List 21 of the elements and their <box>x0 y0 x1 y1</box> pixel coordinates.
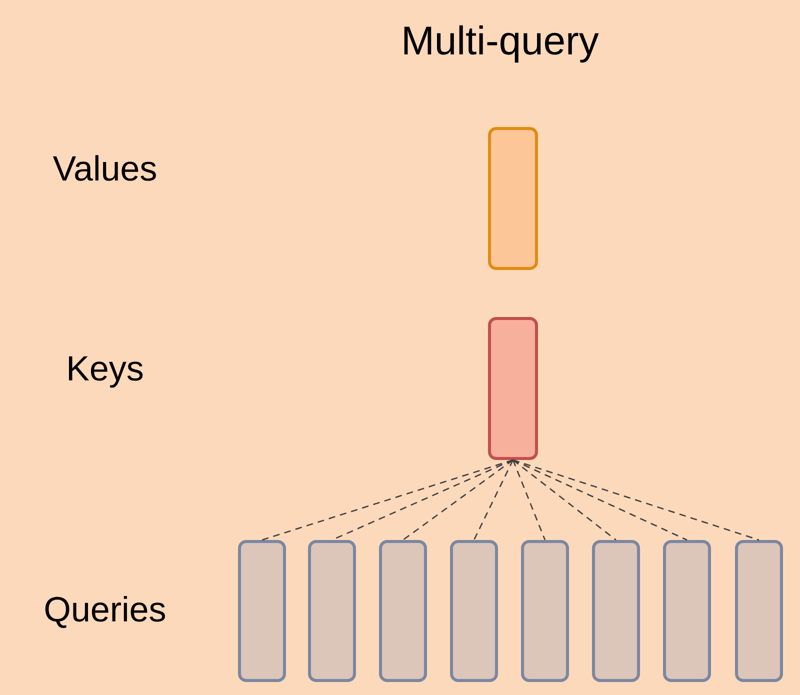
dashed-line <box>512 460 546 540</box>
dashed-line <box>402 459 514 541</box>
rectangle-box <box>735 540 783 682</box>
dashed-line <box>512 459 760 541</box>
rectangle-box <box>488 317 538 460</box>
title: Multi-query <box>404 25 599 63</box>
rectangle-box <box>663 540 711 682</box>
rectangle-box <box>238 540 286 682</box>
rectangle-box <box>521 540 569 682</box>
row-label: Values <box>52 155 156 181</box>
dashed-line <box>262 459 514 541</box>
rectangle-box <box>308 540 356 682</box>
dashed-line <box>512 459 616 541</box>
row-label: Keys <box>68 356 143 388</box>
rectangle-box <box>592 540 640 682</box>
rectangle-box <box>488 126 538 270</box>
rectangle-box <box>450 540 498 682</box>
dashed-line <box>473 460 514 540</box>
dashed-line <box>512 459 688 541</box>
row-label: Queries <box>45 596 165 628</box>
rectangle-box <box>379 540 427 682</box>
